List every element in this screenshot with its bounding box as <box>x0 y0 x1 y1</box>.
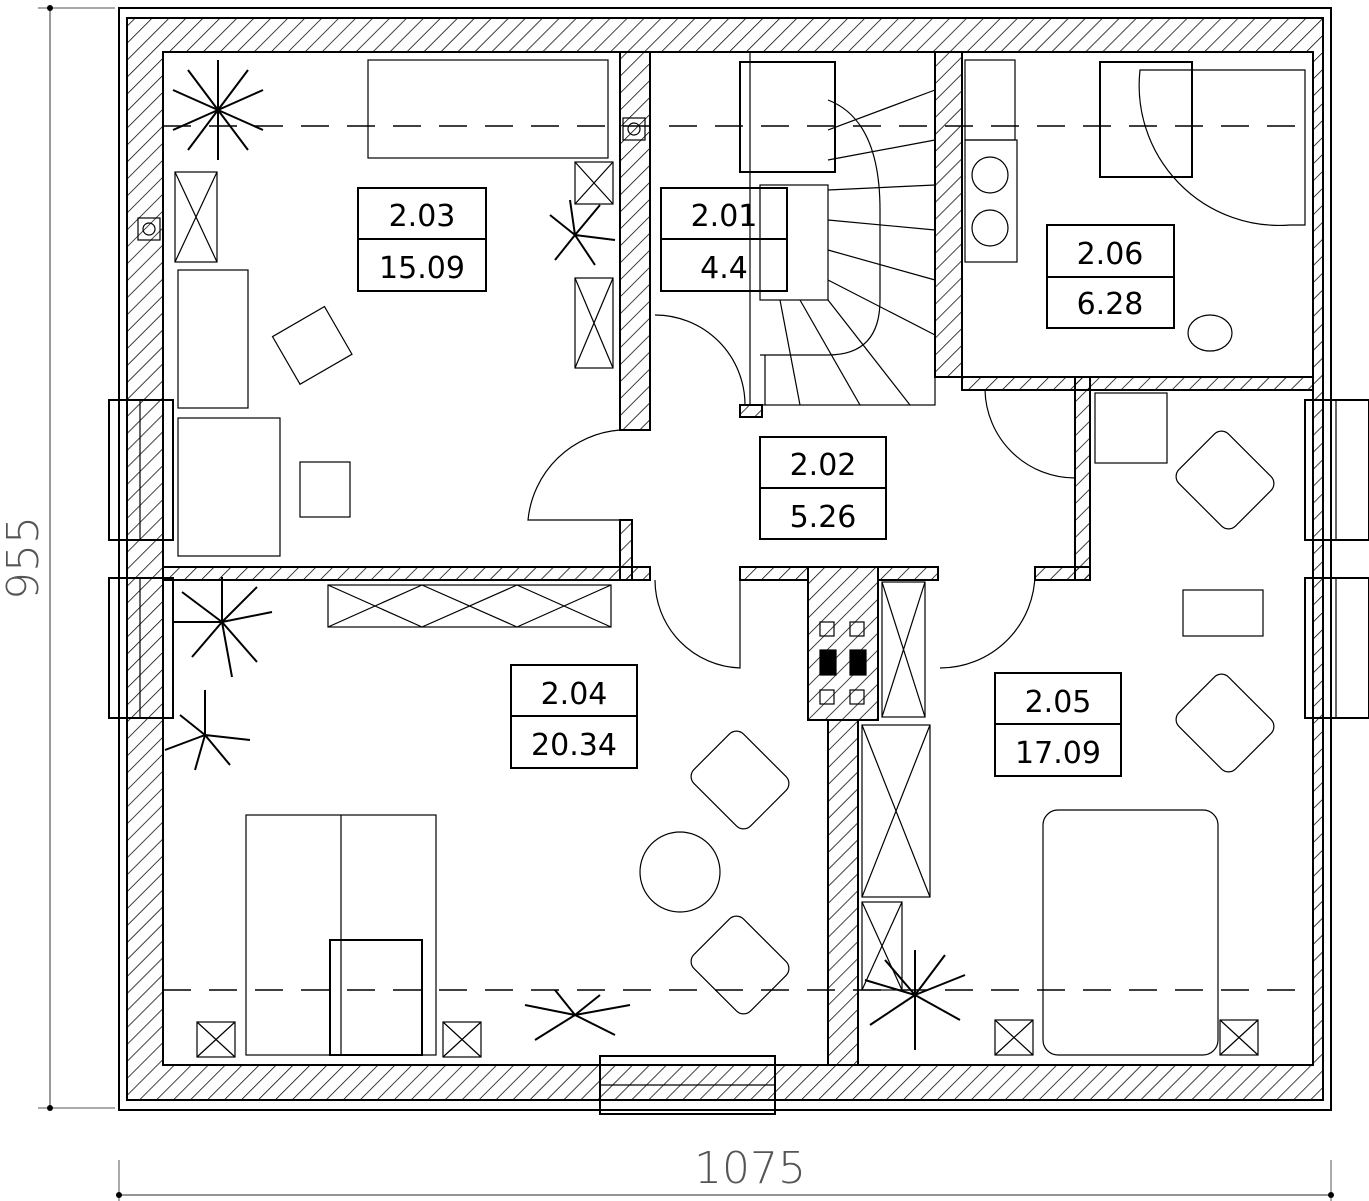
furniture <box>137 59 1306 1058</box>
room-label-2-02: 2.02 5.26 <box>759 436 887 540</box>
room-number: 2.03 <box>389 199 456 234</box>
exterior-walls <box>118 7 1332 1111</box>
width-value: 1075 <box>694 1143 806 1194</box>
room-label-2-06: 2.06 6.28 <box>1046 224 1175 329</box>
plants <box>164 60 966 1050</box>
room-number: 2.01 <box>691 199 758 234</box>
room-number: 2.04 <box>541 677 608 712</box>
dimension-height: 955 <box>0 5 115 1111</box>
dimension-width: 1075 <box>116 1143 1334 1201</box>
interior-walls <box>162 51 1314 1066</box>
room-number: 2.02 <box>790 448 857 483</box>
room-area: 4.4 <box>700 251 748 286</box>
room-label-2-01: 2.01 4.4 <box>660 187 788 292</box>
room-area: 5.26 <box>790 500 857 535</box>
room-number: 2.05 <box>1025 685 1092 720</box>
windows <box>108 61 1369 1115</box>
room-number: 2.06 <box>1077 237 1144 272</box>
doors <box>527 314 1076 669</box>
room-area: 20.34 <box>531 728 617 763</box>
room-label-2-03: 2.03 15.09 <box>357 187 487 292</box>
room-area: 15.09 <box>379 251 465 286</box>
room-label-2-05: 2.05 17.09 <box>994 672 1122 777</box>
room-area: 17.09 <box>1015 736 1101 771</box>
room-area: 6.28 <box>1077 287 1144 322</box>
room-label-2-04: 2.04 20.34 <box>510 664 638 769</box>
height-value: 955 <box>0 516 49 600</box>
roof-lines <box>163 125 1313 991</box>
staircase <box>749 51 936 406</box>
